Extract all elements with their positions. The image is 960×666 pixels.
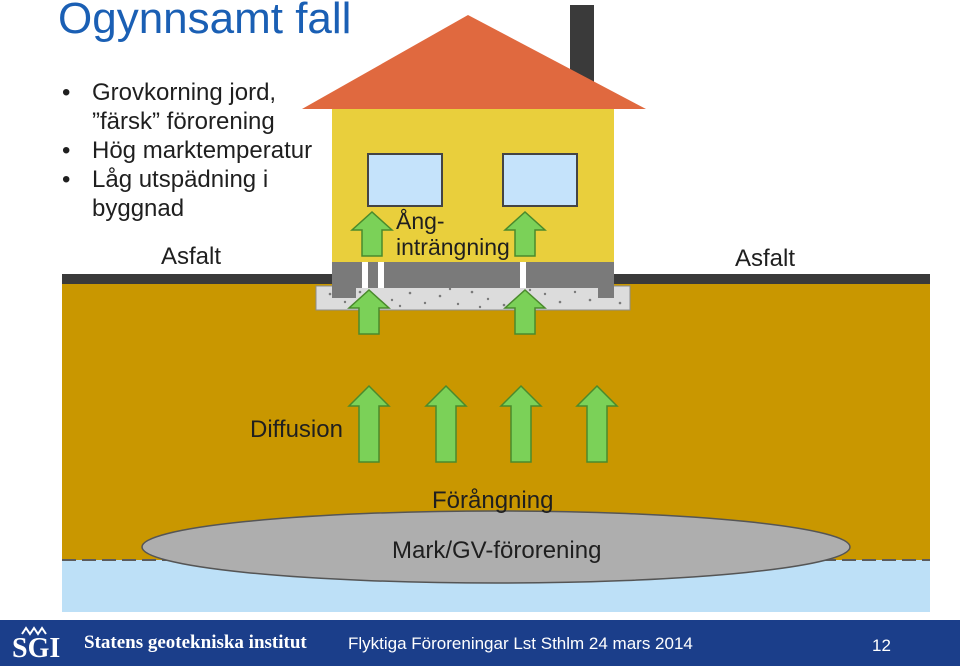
label-ang-intrangning: Ång- inträngning [396,208,510,260]
label-asfalt-right: Asfalt [735,245,796,272]
label-forangning: Förångning [432,487,554,514]
bullet-dot-icon: • [62,79,71,106]
label-diffusion: Diffusion [250,416,343,443]
footer-event: Flyktiga Föroreningar Lst Sthlm 24 mars … [348,634,693,653]
slab-crack-right [520,262,526,288]
asphalt-left [62,274,332,284]
arrow-up-diffusion-1 [347,384,391,463]
bullet-item: • Grovkorning jord, ”färsk” förorening [62,78,342,136]
bullet-text: Låg utspädning i byggnad [92,166,269,222]
arrow-up-diffusion-3 [499,384,543,463]
arrow-up-gravel-right [503,288,547,335]
label-ang-line1: Ång- [396,208,445,234]
bullet-text: Grovkorning jord, ”färsk” förorening [92,79,277,135]
arrow-up-intrusion-right [503,210,547,257]
label-contamination: Mark/GV-förorening [392,537,602,564]
sgi-logo-text: SGI [12,633,60,664]
page-title: Ogynnsamt fall [58,0,352,43]
bullet-dot-icon: • [62,137,71,164]
bullet-text: Hög marktemperatur [92,137,313,164]
contamination-plume [141,510,851,584]
foundation-slab [332,262,614,298]
arrow-up-diffusion-4 [575,384,619,463]
window-right [502,153,578,207]
arrow-up-diffusion-2 [424,384,468,463]
footer-organization: Statens geotekniska institut [84,632,307,653]
house-roof [302,15,646,109]
arrow-up-gravel-left [347,288,391,335]
sgi-logo-icon: SGI [12,626,60,664]
page-number: 12 [872,636,891,655]
arrow-up-intrusion-left [350,210,394,257]
label-ang-line2: inträngning [396,234,510,260]
asphalt-right [614,274,930,284]
slab-crack-left-b [378,262,384,288]
bullet-item: • Låg utspädning i byggnad [62,165,342,223]
slab-crack-left-a [362,262,368,288]
window-left [367,153,443,207]
footer-bar: SGI Statens geotekniska institut Flyktig… [0,620,960,666]
bullet-list: • Grovkorning jord, ”färsk” förorening • H… [62,78,342,223]
bullet-item: • Hög marktemperatur [62,136,342,165]
bullet-dot-icon: • [62,166,71,193]
label-asfalt-left: Asfalt [161,243,222,270]
